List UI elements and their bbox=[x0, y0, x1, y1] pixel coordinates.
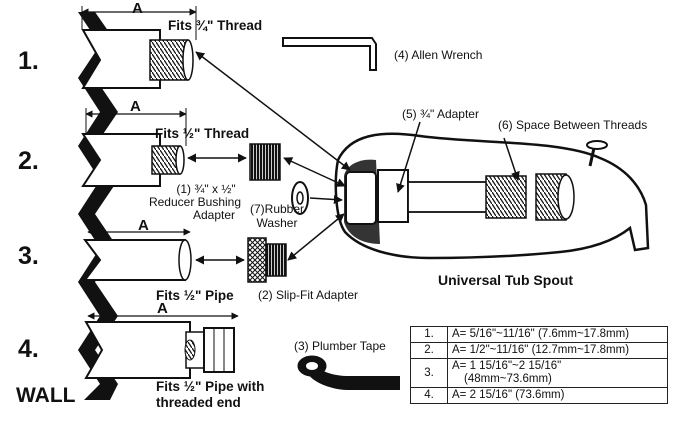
pipe-row-4 bbox=[84, 312, 239, 379]
label-reducer-3: Adapter bbox=[192, 208, 236, 222]
step-number-2: 2. bbox=[18, 147, 39, 175]
fit-label-pipe-1-2: Fits ½" Pipe bbox=[156, 288, 234, 303]
fit-label-pipe-threaded-2: threaded end bbox=[156, 395, 241, 410]
slip-fit-adapter-icon bbox=[247, 237, 287, 283]
table-cell-value: A= 5/16"~11/16" (7.6mm~17.8mm) bbox=[447, 326, 668, 343]
table-cell-line: (48mm~73.6mm) bbox=[464, 373, 552, 385]
table-cell-value: A= 2 15/16" (73.6mm) bbox=[447, 387, 668, 404]
table-cell-value: A= 1/2"~11/16" (12.7mm~17.8mm) bbox=[447, 342, 668, 359]
label-reducer-2: Reducer Bushing bbox=[148, 195, 242, 209]
table-cell-value: A= 1 15/16"~2 15/16" (48mm~73.6mm) bbox=[447, 358, 668, 388]
dimension-letter-row-4: A bbox=[157, 300, 168, 317]
fit-label-thread-3-4: Fits ¾" Thread bbox=[168, 18, 263, 33]
dimension-letter-row-2: A bbox=[130, 98, 141, 115]
table-row: 2. A= 1/2"~11/16" (12.7mm~17.8mm) bbox=[410, 342, 668, 359]
table-cell-line: A= 1 15/16"~2 15/16" bbox=[452, 360, 562, 372]
tub-spout-icon bbox=[334, 132, 650, 260]
label-washer-1: (7)Rubber bbox=[249, 202, 305, 216]
label-slip-fit: (2) Slip-Fit Adapter bbox=[258, 288, 359, 302]
step-number-4: 4. bbox=[18, 335, 39, 363]
dimension-letter-row-1: A bbox=[132, 0, 143, 17]
pipe-row-1 bbox=[81, 6, 197, 89]
table-cell-number: 1. bbox=[410, 326, 448, 343]
label-adapter-3-4: (5) ¾" Adapter bbox=[402, 107, 479, 121]
dimension-letter-row-3: A bbox=[138, 217, 149, 234]
thread-3-4-fitting bbox=[149, 39, 189, 81]
label-washer-2: Washer bbox=[256, 216, 298, 230]
label-reducer-1: (1) ¾" x ½" bbox=[176, 182, 236, 196]
wall-graphic bbox=[78, 12, 118, 400]
label-space-threads: (6) Space Between Threads bbox=[498, 118, 648, 132]
table-cell-number: 2. bbox=[410, 342, 448, 359]
fit-label-pipe-threaded-1: Fits ½" Pipe with bbox=[156, 379, 265, 394]
table-row: 1. A= 5/16"~11/16" (7.6mm~17.8mm) bbox=[410, 326, 668, 343]
allen-wrench-icon bbox=[282, 37, 377, 71]
table-cell-number: 4. bbox=[410, 387, 448, 404]
reducer-bushing-icon bbox=[249, 143, 281, 181]
fit-label-thread-1-2: Fits ½" Thread bbox=[155, 126, 250, 141]
label-allen-wrench: (4) Allen Wrench bbox=[394, 48, 483, 62]
table-cell-number: 3. bbox=[410, 358, 448, 388]
connection-arrows bbox=[187, 51, 520, 265]
step-number-1: 1. bbox=[18, 47, 39, 75]
label-plumber-tape: (3) Plumber Tape bbox=[294, 339, 386, 353]
table-row: 3. A= 1 15/16"~2 15/16" (48mm~73.6mm) bbox=[410, 358, 668, 388]
step-number-3: 3. bbox=[18, 242, 39, 270]
table-row: 4. A= 2 15/16" (73.6mm) bbox=[410, 387, 668, 404]
pipe-row-2 bbox=[81, 108, 187, 187]
dimension-table: 1. A= 5/16"~11/16" (7.6mm~17.8mm) 2. A= … bbox=[410, 326, 668, 404]
pipe-row-3 bbox=[83, 228, 192, 281]
wall-label: WALL bbox=[16, 384, 76, 407]
label-tub-spout: Universal Tub Spout bbox=[438, 272, 574, 288]
plumber-tape-icon bbox=[297, 355, 400, 390]
